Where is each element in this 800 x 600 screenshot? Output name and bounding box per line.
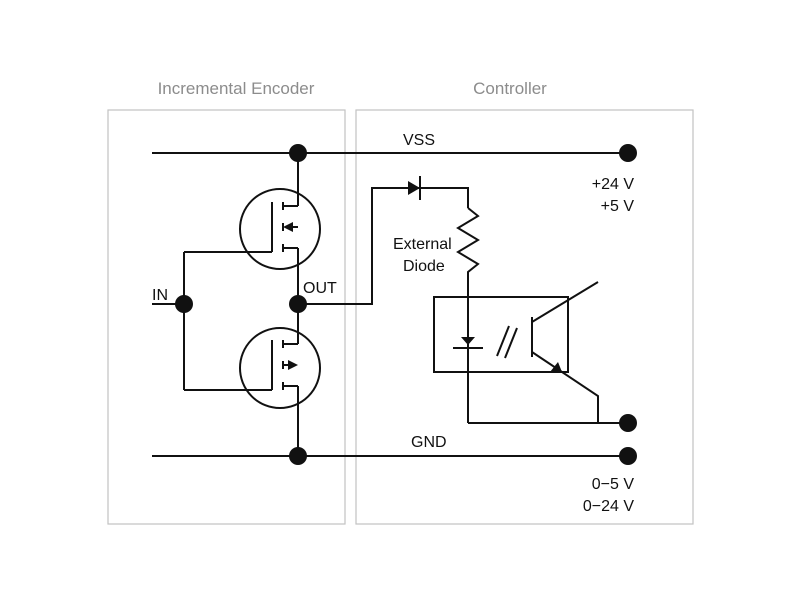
vss-terminal: [619, 144, 637, 162]
voltage-5v-label: +5 V: [601, 198, 635, 215]
optocoupler-led: [453, 312, 483, 423]
upper-mosfet-arrow: [283, 222, 293, 232]
phototransistor: [531, 281, 599, 423]
vss-label: VSS: [403, 132, 435, 149]
controller-panel: [355, 109, 694, 525]
upper-mosfet: [184, 153, 321, 302]
encoder-panel: [107, 109, 346, 525]
phototransistor-arrow: [550, 362, 562, 372]
lower-mosfet-arrow: [288, 360, 298, 370]
encoder-panel-title: Incremental Encoder: [158, 79, 315, 98]
upper-mosfet-body: [239, 188, 321, 270]
lower-mosfet-body: [239, 327, 321, 409]
gnd-terminal: [619, 447, 637, 465]
light-arrow-1: [496, 325, 510, 357]
gnd-label: GND: [411, 434, 447, 451]
in-label: IN: [152, 287, 168, 304]
external-diode: [408, 176, 421, 200]
phototransistor-emitter: [531, 351, 599, 423]
resistor: [456, 207, 480, 312]
external-label: External: [393, 236, 452, 253]
lower-mosfet: [184, 302, 321, 456]
range-0-24v-label: 0−24 V: [583, 498, 634, 515]
gnd-junction: [289, 447, 307, 465]
range-0-5v-label: 0−5 V: [592, 476, 635, 493]
light-arrow-2: [504, 327, 518, 359]
controller-panel-title: Controller: [473, 79, 547, 98]
output-terminal: [619, 414, 637, 432]
diode-label: Diode: [403, 258, 445, 275]
out-junction: [289, 295, 307, 313]
out-wire: [298, 187, 469, 305]
external-diode-triangle: [408, 181, 420, 195]
voltage-24v-label: +24 V: [592, 176, 635, 193]
out-label: OUT: [303, 280, 337, 297]
phototransistor-collector: [531, 281, 599, 323]
vss-junction: [289, 144, 307, 162]
in-junction: [175, 295, 193, 313]
optocoupler-box: [433, 296, 569, 373]
